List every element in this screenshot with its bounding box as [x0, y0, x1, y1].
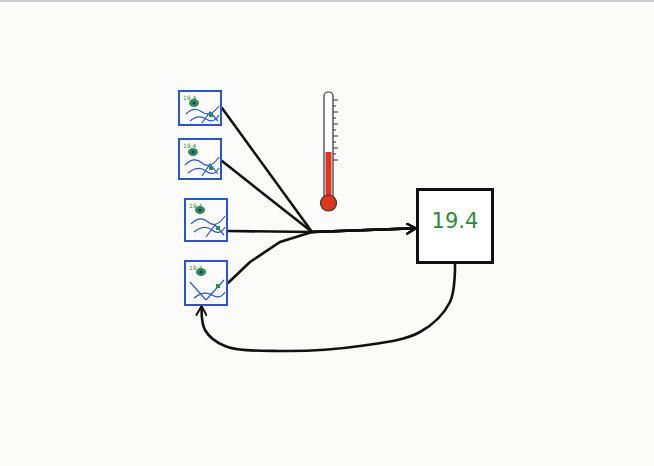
hill-lines	[191, 216, 225, 237]
connector-arrow	[202, 264, 455, 351]
tree-dot	[192, 151, 195, 154]
thermometer-symbol	[321, 92, 339, 211]
card-value: 19.4	[183, 94, 196, 101]
tree-blob	[188, 148, 198, 156]
card-sketch	[190, 268, 225, 300]
card-value: 19.4	[189, 264, 202, 271]
house-mark	[216, 226, 220, 230]
thermometer-bulb	[321, 195, 337, 211]
card-value: 19.4	[183, 142, 196, 149]
house-mark	[209, 113, 213, 117]
hill-lines	[190, 280, 225, 300]
card-value: 19.4	[189, 202, 202, 209]
connector-arrow	[228, 228, 416, 232]
thermometer-mercury	[326, 152, 332, 200]
page-edge	[0, 0, 654, 2]
value-box: 19.4	[416, 188, 494, 264]
card-sketch	[186, 99, 219, 123]
house-mark	[209, 166, 213, 170]
image-card: 19.4	[178, 90, 222, 126]
image-card: 19.4	[184, 198, 228, 242]
thermometer-ticks	[333, 100, 338, 160]
card-sketch	[191, 206, 225, 237]
tree-dot	[193, 102, 196, 105]
connector-arrow	[222, 161, 416, 232]
hill-lines	[185, 157, 219, 176]
hill-lines	[186, 106, 219, 123]
image-card: 19.4	[184, 260, 228, 306]
card-sketch	[185, 148, 219, 176]
connector-arrow	[222, 108, 416, 232]
thermometer-tube	[324, 92, 333, 200]
connector-arrow	[228, 228, 416, 283]
image-card: 19.4	[178, 138, 222, 180]
value-text: 19.4	[432, 209, 479, 233]
house-mark	[216, 284, 220, 288]
